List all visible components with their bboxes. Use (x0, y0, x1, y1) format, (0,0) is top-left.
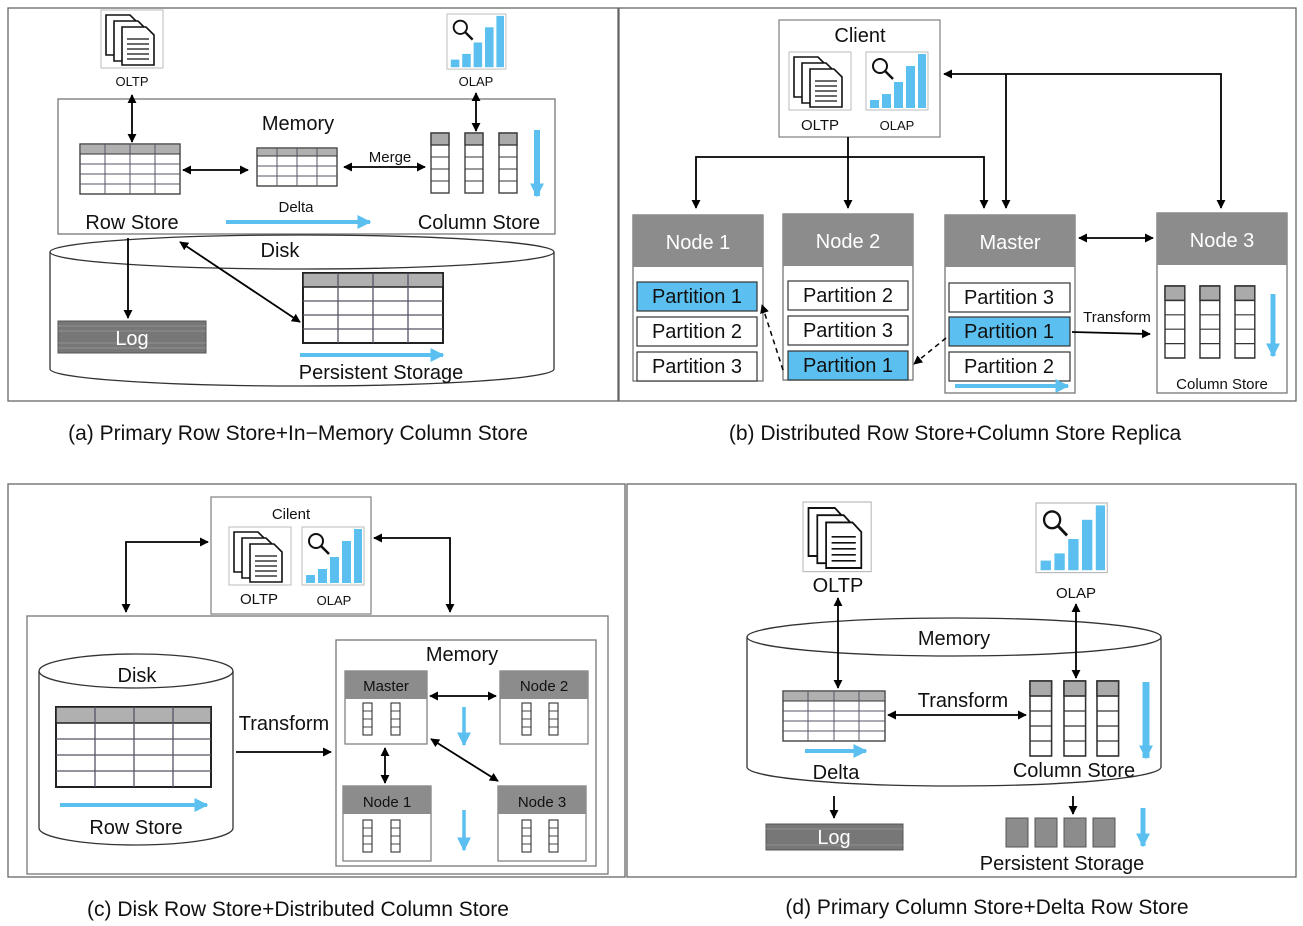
olap-label: OLAP (1056, 585, 1096, 602)
client-label: Client (834, 25, 886, 47)
olap-label: OLAP (459, 74, 494, 89)
transform-arrow (1071, 329, 1151, 339)
log-block (765, 823, 904, 851)
node-2-title: Node 2 (816, 231, 881, 253)
transform-label: Transform (1083, 309, 1151, 326)
row-store-table (79, 143, 181, 195)
delta-label: Delta (813, 762, 861, 784)
olap-chart-icon (300, 525, 366, 587)
node2-partition-3: Partition 1 (803, 355, 893, 377)
log-label: Log (115, 328, 148, 350)
node2-partition-2: Partition 3 (803, 320, 893, 342)
client-node1-arrow (691, 137, 849, 209)
memory-label: Memory (426, 644, 498, 666)
memory-label: Memory (918, 628, 990, 650)
olap-chart-icon (1034, 501, 1109, 575)
transform-label: Transform (918, 690, 1008, 712)
client-master-arrow (848, 156, 989, 209)
log-label: Log (817, 827, 850, 849)
node1-partition-3: Partition 3 (652, 356, 742, 378)
row-store-label: Row Store (89, 817, 182, 839)
delta-table (782, 690, 886, 742)
oltp-docs-icon (802, 501, 873, 573)
persistent-storage-label: Persistent Storage (299, 362, 464, 384)
node-1-title: Node 1 (363, 794, 411, 811)
node-1: Node 1 (342, 785, 432, 862)
panel-a: OLTP OLAP Memory Row Store Delta Merge (7, 7, 619, 402)
delta-table (256, 147, 338, 187)
client-node3-arrow (943, 69, 1226, 209)
transform-label: Transform (239, 713, 329, 735)
oltp-label: OLTP (813, 575, 864, 597)
persistent-storage-blocks (1005, 817, 1116, 848)
node-3: Node 3 Column Store (1156, 212, 1288, 394)
panel-a-frame (7, 7, 619, 402)
oltp-docs-icon (788, 51, 852, 111)
master-partition-3: Partition 2 (964, 356, 1054, 378)
delta-label: Delta (278, 199, 314, 216)
client-label: Cilent (272, 506, 311, 523)
oltp-docs-icon (100, 9, 164, 69)
disk-label: Disk (261, 240, 301, 262)
master-node3-arrow (430, 738, 499, 782)
oltp-label: OLTP (801, 117, 839, 134)
row-store-label: Row Store (85, 212, 178, 234)
rowstore-persistent-arrow (179, 241, 301, 323)
client-system-left-arrow (121, 537, 209, 613)
panel-b: Client OLTP OLAP Node 1 Partition 1 Part… (618, 7, 1297, 402)
oltp-docs-icon (228, 526, 292, 586)
node-2: Node 2 (499, 670, 589, 745)
column-store-label: Column Store (418, 212, 540, 234)
oltp-label: OLTP (116, 74, 149, 89)
caption-c: (c) Disk Row Store+Distributed Column St… (87, 898, 509, 921)
row-store-table (55, 706, 212, 788)
node1-partition-1: Partition 1 (652, 286, 742, 308)
client-system-right-arrow (373, 533, 455, 613)
panel-d: OLTP OLAP Memory Delta Transform Column … (626, 483, 1297, 878)
master-node: Master (344, 670, 428, 745)
merge-label: Merge (369, 149, 412, 166)
column-store-columns (1029, 680, 1120, 757)
panel-b-frame (618, 7, 1297, 402)
olap-chart-icon (445, 12, 508, 71)
node-3: Node 3 (497, 785, 587, 862)
disk-label: Disk (118, 665, 158, 687)
olap-chart-icon (864, 50, 930, 112)
panel-c-frame (7, 483, 626, 878)
master-title: Master (363, 678, 409, 695)
olap-label: OLAP (880, 118, 915, 133)
column-store-label: Column Store (1013, 760, 1135, 782)
caption-d: (d) Primary Column Store+Delta Row Store (785, 896, 1188, 919)
panel-c: Cilent OLTP OLAP Disk Row Store Transfor… (7, 483, 626, 878)
caption-a: (a) Primary Row Store+In−Memory Column S… (68, 422, 528, 445)
column-store-columns (430, 132, 518, 194)
replicate-to-node1-arrow (760, 304, 784, 371)
node-1: Node 1 Partition 1 Partition 2 Partition… (632, 214, 764, 382)
node-1-title: Node 1 (666, 232, 731, 254)
persistent-storage-table (302, 272, 444, 344)
master-node: Master Partition 3 Partition 1 Partition… (944, 214, 1076, 394)
oltp-label: OLTP (240, 591, 278, 608)
replicate-to-node2-arrow (913, 337, 947, 365)
olap-label: OLAP (317, 593, 352, 608)
node2-partition-1: Partition 2 (803, 285, 893, 307)
panel-d-frame (626, 483, 1297, 878)
master-partition-2: Partition 1 (964, 321, 1054, 343)
master-title: Master (979, 232, 1040, 254)
node-3-title: Node 3 (518, 794, 566, 811)
persistent-storage-label: Persistent Storage (980, 853, 1145, 875)
column-store-label: Column Store (1176, 376, 1268, 393)
node-3-title: Node 3 (1190, 230, 1255, 252)
memory-label: Memory (262, 113, 334, 135)
caption-b: (b) Distributed Row Store+Column Store R… (729, 422, 1182, 445)
node-2-title: Node 2 (520, 678, 568, 695)
node-2: Node 2 Partition 2 Partition 3 Partition… (782, 213, 914, 381)
master-partition-1: Partition 3 (964, 287, 1054, 309)
node3-column-store (1164, 285, 1256, 359)
node1-partition-2: Partition 2 (652, 321, 742, 343)
